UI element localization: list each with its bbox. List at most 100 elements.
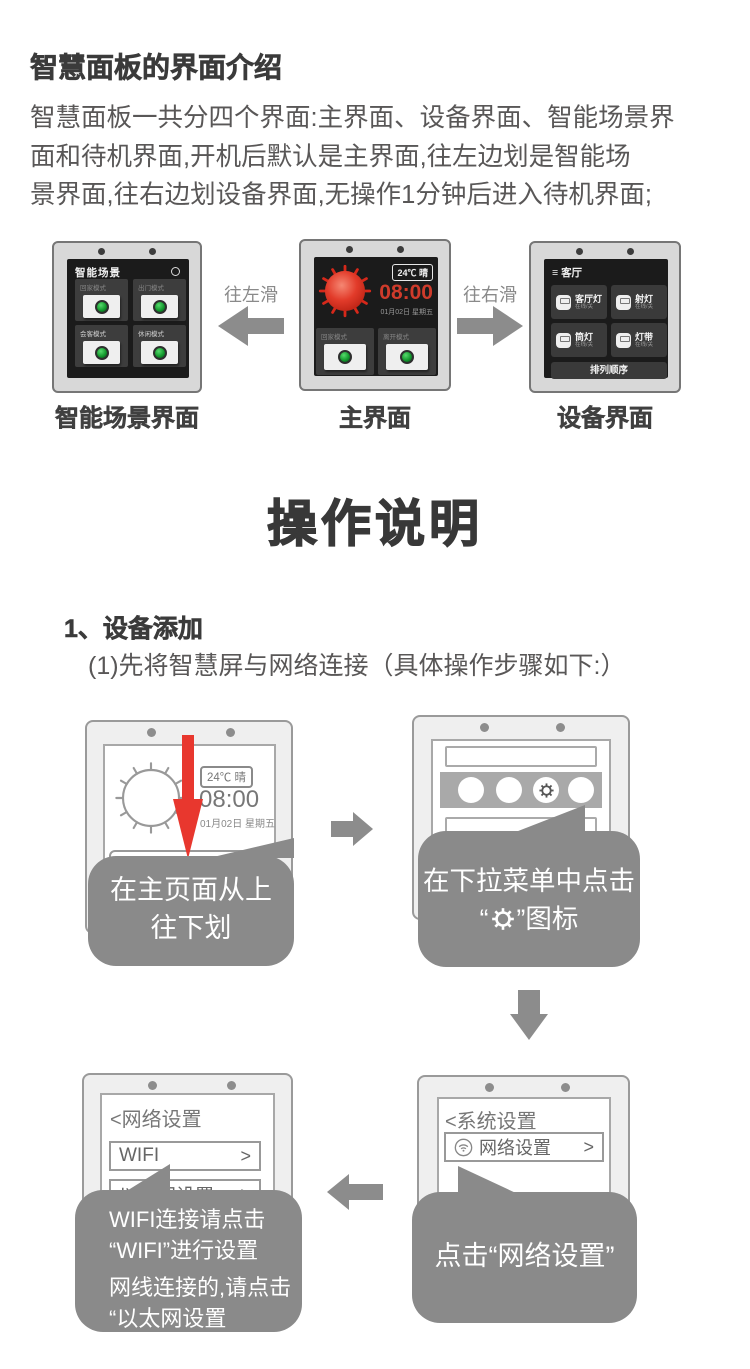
swipe-down-arrow-icon (173, 799, 203, 859)
scene-card-label: 会客模式 (80, 331, 106, 338)
main-panel-caption: 主界面 (339, 405, 412, 433)
gear-icon[interactable] (533, 777, 559, 803)
step-intro: (1)先将智慧屏与网络连接（具体操作步骤如下:） (88, 652, 626, 680)
green-button-icon (400, 350, 414, 364)
bubble-tail (125, 1164, 170, 1192)
scene-button-image (83, 295, 120, 318)
scene-screen: 智能场景 回家模式 出门模式 会客模式 休闲模式 (67, 259, 189, 378)
panel-screw-dot (226, 728, 235, 737)
device-card[interactable]: 灯带在线/关 (611, 323, 667, 357)
bubble-text: 网线连接的,请点击 (109, 1275, 292, 1300)
scene-button-image (324, 344, 366, 370)
wifi-icon (454, 1138, 473, 1156)
chevron-right-icon: > (240, 1145, 251, 1166)
chevron-right-icon: > (583, 1136, 594, 1157)
quote-open: “ (479, 904, 489, 934)
gear-icon (491, 908, 514, 930)
back-title[interactable]: <系统设置 (445, 1111, 537, 1133)
device-screen-header: ≡ 客厅 (552, 265, 582, 280)
quick-settings-band (440, 772, 602, 808)
device-card[interactable]: 客厅灯在线/关 (551, 285, 607, 319)
switch-icon (556, 332, 571, 348)
swipe-right-label: 往右滑 (463, 285, 517, 305)
device-panel-caption: 设备界面 (557, 405, 654, 433)
device-status: 在线/关 (575, 303, 594, 310)
scene-card[interactable]: 离开模式 (378, 328, 436, 375)
back-title[interactable]: <网络设置 (110, 1109, 202, 1131)
sort-order-button[interactable]: 排列顺序 (551, 362, 667, 379)
device-status: 在线/关 (635, 341, 654, 348)
quick-setting-icon[interactable] (568, 777, 594, 803)
scene-card[interactable]: 休闲模式 (133, 325, 186, 367)
bubble-tail (209, 838, 294, 858)
panel-screw-dot (556, 723, 565, 732)
scene-panel-caption: 智能场景界面 (55, 405, 200, 433)
device-card[interactable]: 射灯在线/关 (611, 285, 667, 319)
quick-setting-icon[interactable] (458, 777, 484, 803)
bubble-text: 往下划 (150, 913, 232, 943)
clock-date: 01月02日 星期五 (200, 819, 276, 830)
network-settings-row[interactable]: 网络设置 > (444, 1132, 604, 1162)
sun-icon (318, 264, 372, 318)
device-name: 筒灯 (575, 331, 594, 342)
quick-setting-icon[interactable] (496, 777, 522, 803)
scene-button-image (141, 341, 178, 364)
green-button-icon (152, 345, 167, 360)
scene-card[interactable]: 会客模式 (75, 325, 128, 367)
scene-panel-illustration: 智能场景 回家模式 出门模式 会客模式 休闲模式 (52, 241, 202, 393)
panel-screw-dot (227, 1081, 236, 1090)
step-d-bubble: WIFI连接请点击 “WIFI”进行设置 网线连接的,请点击 “以太网设置 (75, 1164, 302, 1332)
panel-screw-dot (148, 1081, 157, 1090)
device-screen: ≡ 客厅 客厅灯在线/关 射灯在线/关 筒灯在线/关 灯带在线/关 排列顺序 (544, 259, 668, 379)
bubble-text: WIFI连接请点击 (109, 1207, 266, 1232)
step-b-bubble: 在下拉菜单中点击 “ ”图标 (418, 805, 640, 967)
panel-screw-dot (149, 248, 156, 255)
scene-card-label: 出门模式 (138, 285, 164, 292)
row-label: 网络设置 (479, 1138, 551, 1158)
device-panel-illustration: ≡ 客厅 客厅灯在线/关 射灯在线/关 筒灯在线/关 灯带在线/关 排列顺序 (529, 241, 681, 393)
green-button-icon (338, 350, 352, 364)
bubble-tail (458, 1166, 518, 1194)
weather-badge: 24℃ 晴 (200, 766, 253, 788)
panel-screw-dot (397, 246, 404, 253)
device-status: 在线/关 (575, 341, 594, 348)
scene-card-label: 休闲模式 (138, 331, 164, 338)
menu-icon[interactable]: ≡ (552, 267, 559, 279)
bubble-text: 在主页面从上 (110, 875, 272, 905)
record-ring-icon (171, 267, 180, 276)
bubble-text: “WIFI”进行设置 (109, 1238, 259, 1263)
wifi-row[interactable]: WIFI > (109, 1141, 261, 1171)
room-title: 客厅 (561, 267, 583, 279)
device-name: 客厅灯 (575, 293, 603, 304)
scene-button-image (83, 341, 120, 364)
swipe-left-label: 往左滑 (224, 285, 278, 305)
scene-card-label: 回家模式 (80, 285, 106, 292)
intro-line: 智慧面板一共分四个界面:主界面、设备界面、智能场景界 (30, 104, 675, 132)
panel-screw-dot (561, 1083, 570, 1092)
next-step-arrow-icon (510, 990, 548, 1040)
step-c-bubble: 点击“网络设置” (412, 1166, 637, 1323)
main-screen: 24℃ 晴 08:00 01月02日 星期五 回家模式 离开模式 (314, 257, 438, 376)
scene-card[interactable]: 回家模式 (75, 279, 128, 321)
clock-time: 08:00 (379, 281, 433, 304)
scene-card[interactable]: 出门模式 (133, 279, 186, 321)
section-title: 1、设备添加 (64, 615, 204, 644)
switch-icon (556, 294, 571, 310)
device-card[interactable]: 筒灯在线/关 (551, 323, 607, 357)
panel-screw-dot (147, 728, 156, 737)
switch-icon (616, 294, 631, 310)
green-button-icon (94, 299, 109, 314)
operation-heading: 操作说明 (266, 495, 483, 552)
clock-time: 08:00 (199, 786, 260, 813)
swipe-right-arrow-icon (457, 306, 523, 346)
scene-card[interactable]: 回家模式 (316, 328, 374, 375)
bubble-text: 点击“网络设置” (434, 1241, 615, 1271)
scene-card-label: 离开模式 (383, 334, 409, 341)
bubble-text: 在下拉菜单中点击 (423, 866, 635, 896)
panel-screw-dot (485, 1083, 494, 1092)
scene-button-image (141, 295, 178, 318)
bubble-text: “ ”图标 (418, 900, 640, 938)
green-button-icon (152, 299, 167, 314)
panel-screw-dot (627, 248, 634, 255)
